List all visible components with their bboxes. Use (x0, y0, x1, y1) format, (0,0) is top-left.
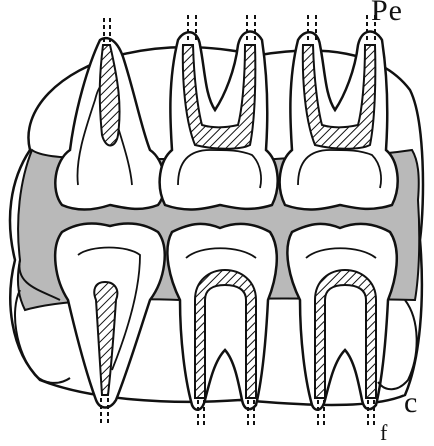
clipped-text-top-right: Pe (371, 0, 403, 28)
upper-tooth-3 (280, 15, 398, 210)
clipped-text-bottom-right: c (404, 386, 417, 420)
clipped-text-bottom-edge: f (380, 420, 387, 446)
upper-tooth-2 (160, 15, 278, 210)
teeth-cross-section-diagram (0, 0, 434, 434)
